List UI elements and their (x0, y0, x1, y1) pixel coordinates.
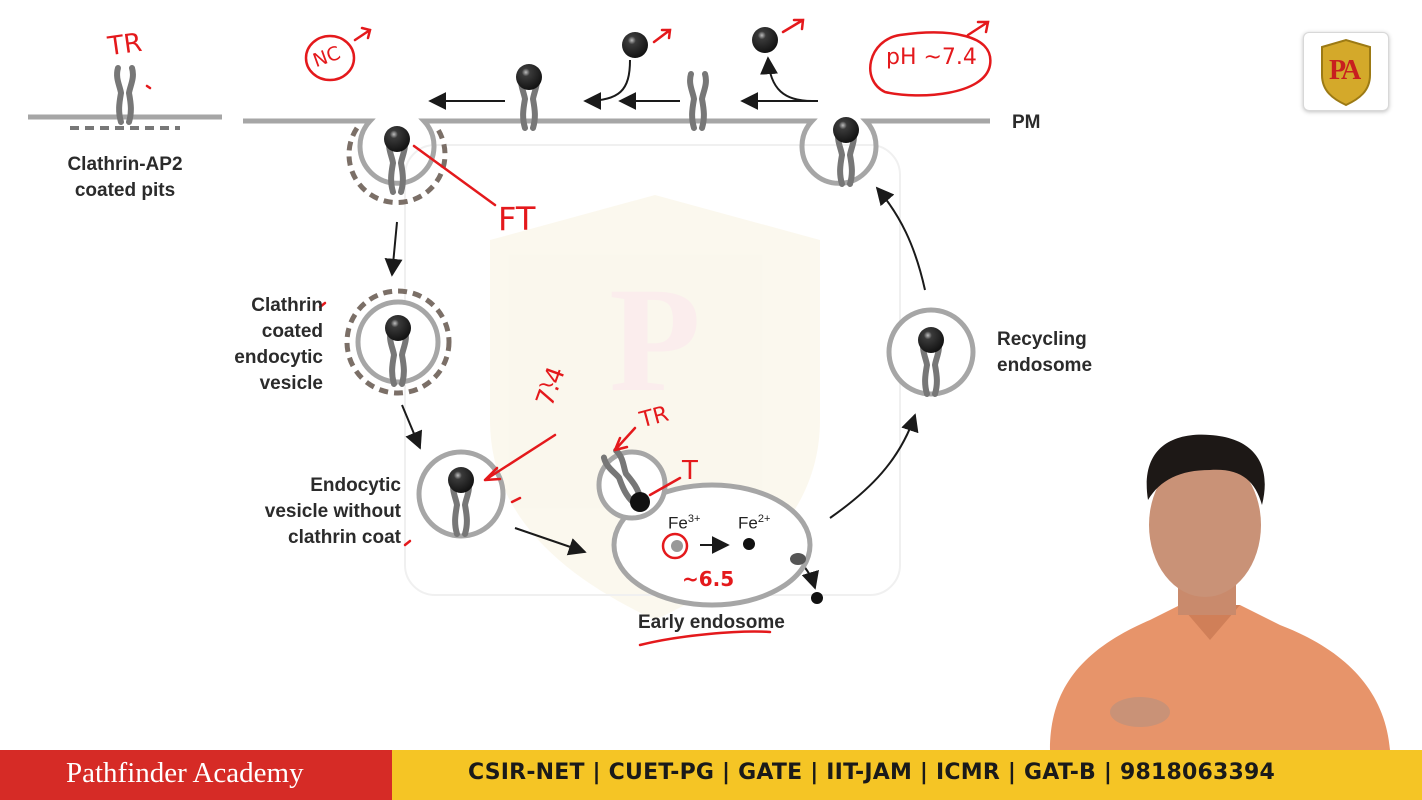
recycling-line-2: endosome (997, 355, 1093, 376)
coated-vesicle-label: Clathrin coated endocytic vesicle (218, 293, 323, 397)
clathrin-coated-vesicle (344, 288, 452, 396)
endosome-ph-annotation: ~6.5 (682, 567, 735, 591)
transferrin-receptor (117, 68, 133, 122)
early-endosome (596, 450, 823, 608)
tilde-annotation: ~ (537, 373, 556, 398)
pen-annotations (145, 18, 992, 647)
logo-letters: PA (1329, 55, 1361, 86)
svg-text:P: P (609, 257, 701, 423)
ft-annotation: FT (498, 200, 536, 238)
footer-courses-panel: CSIR-NET | CUET-PG | GATE | IIT-JAM | IC… (392, 750, 1422, 800)
tr-annotation: TR (106, 27, 144, 63)
fe3-charge: 3+ (687, 513, 701, 525)
fe3-label: Fe3+ (668, 513, 700, 534)
coated-vesicle-line-3: endocytic (234, 347, 323, 368)
uncoated-vesicle-label: Endocytic vesicle without clathrin coat (240, 473, 401, 551)
shield-icon (1321, 38, 1371, 107)
t-annotation: T (682, 456, 698, 486)
apo-transferrin (752, 27, 778, 53)
pm-label: PM (1012, 112, 1041, 133)
coated-vesicle-line-1: Clathrin (251, 295, 323, 316)
footer-brand-panel: Pathfinder Academy (0, 750, 392, 800)
fe2-charge: 2+ (757, 513, 771, 525)
ph-annotation: pH ~7.4 (886, 45, 977, 70)
flow-arrows (384, 56, 926, 590)
uncoated-vesicle (416, 449, 506, 539)
plasma-membrane (28, 114, 990, 186)
uncoated-vesicle-line-3: clathrin coat (288, 527, 401, 548)
coated-pits-label: Clathrin-AP2 coated pits (60, 152, 190, 204)
recycling-line-1: Recycling (997, 329, 1087, 350)
fe2-symbol: Fe (738, 513, 758, 533)
coated-vesicle-line-2: coated (261, 321, 323, 342)
fe2-label: Fe2+ (738, 513, 770, 534)
uncoated-vesicle-line-1: Endocytic (310, 475, 401, 496)
academy-logo: PA (1303, 32, 1389, 111)
footer-bar: Pathfinder Academy CSIR-NET | CUET-PG | … (0, 750, 1422, 800)
coated-pits-line-1: Clathrin-AP2 (67, 154, 183, 175)
uncoated-vesicle-line-2: vesicle without (264, 501, 401, 522)
recycling-endosome-label: Recycling endosome (997, 327, 1092, 379)
recycling-endosome (886, 307, 976, 394)
brand-name: Pathfinder Academy (66, 757, 304, 789)
coated-pits-line-2: coated pits (74, 180, 176, 201)
recycling-pit (833, 117, 859, 184)
fe3-symbol: Fe (668, 513, 688, 533)
courses-list: CSIR-NET | CUET-PG | GATE | IIT-JAM | IC… (468, 760, 1276, 785)
coated-pit (346, 126, 448, 206)
transferrin (622, 32, 648, 58)
early-endosome-label: Early endosome (638, 612, 785, 633)
coated-vesicle-line-4: vesicle (259, 373, 323, 394)
